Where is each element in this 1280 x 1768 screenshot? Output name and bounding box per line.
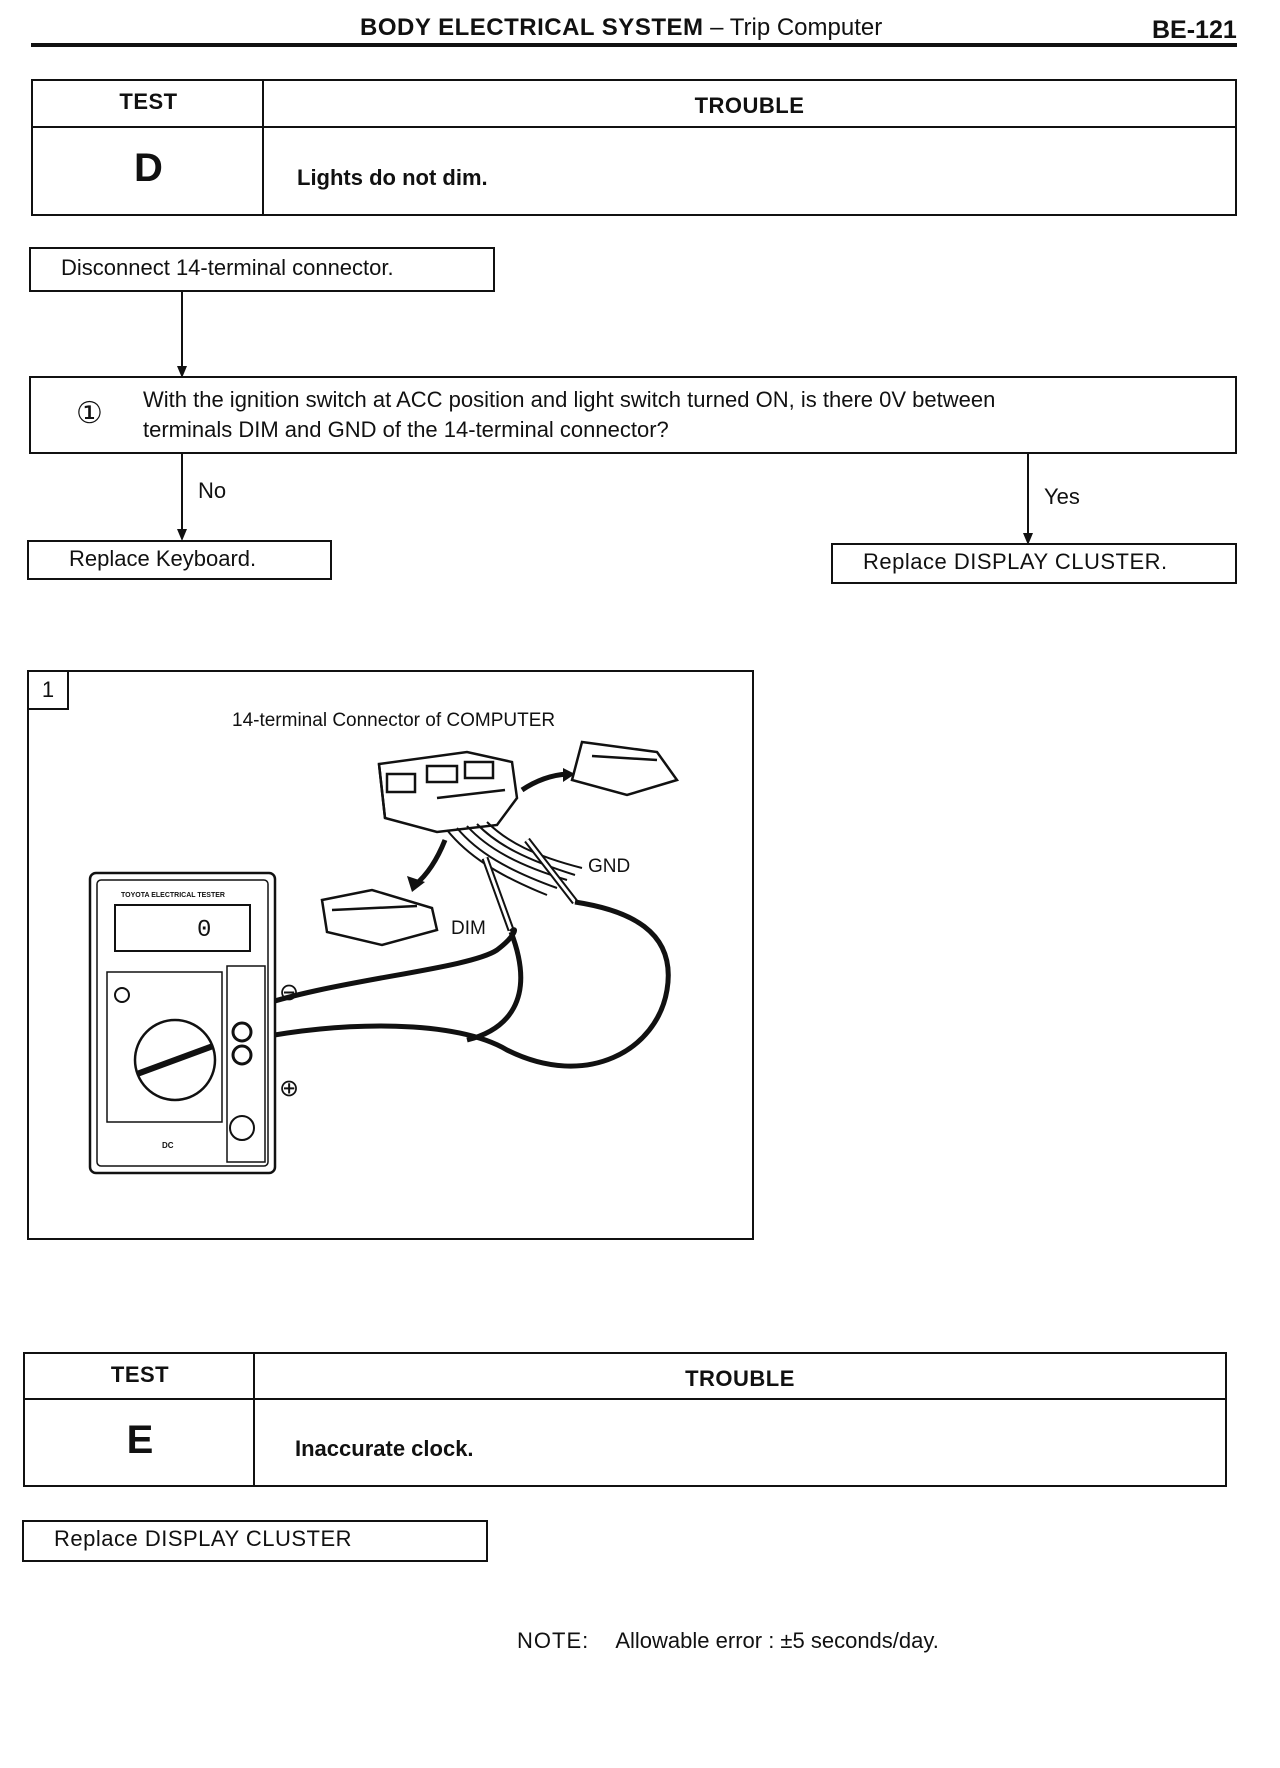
tester-dc-label: DC xyxy=(162,1141,174,1150)
flow-connector-yes xyxy=(1027,454,1029,538)
test-d-trouble-label: TROUBLE xyxy=(694,93,805,118)
flow-arrow-1 xyxy=(177,366,187,378)
flow-connector-no xyxy=(181,454,183,534)
page-header: BODY ELECTRICAL SYSTEM – Trip Computer B… xyxy=(0,0,1280,60)
test-d-test-label: TEST xyxy=(119,89,178,114)
question-line-2: terminals DIM and GND of the 14-terminal… xyxy=(143,417,669,442)
test-e-label-col xyxy=(25,1354,255,1485)
question-step-1: ① With the ignition switch at ACC positi… xyxy=(29,376,1237,454)
note-text: Allowable error : ±5 seconds/day. xyxy=(615,1628,939,1653)
test-e-header-rule xyxy=(25,1398,1225,1400)
figure-frame xyxy=(27,670,754,1240)
replace-display-cluster-step-text: Replace DISPLAY CLUSTER xyxy=(54,1526,353,1551)
test-e-letter: E xyxy=(126,1418,154,1462)
test-d-letter: D xyxy=(134,146,163,190)
replace-keyboard-result: Replace Keyboard. xyxy=(27,540,332,580)
minus-terminal-symbol: ⊖ xyxy=(279,978,299,1006)
question-line-1: With the ignition switch at ACC position… xyxy=(143,387,996,412)
yes-label: Yes xyxy=(1044,484,1080,509)
section-title: BODY ELECTRICAL SYSTEM – Trip Computer xyxy=(360,14,882,42)
flow-arrow-no xyxy=(177,529,187,541)
dim-label: DIM xyxy=(451,918,486,939)
negative-test-lead xyxy=(246,927,517,1013)
note-label: NOTE: xyxy=(517,1628,590,1653)
step-number-1: ① xyxy=(76,397,103,430)
replace-keyboard-text: Replace Keyboard. xyxy=(69,546,257,571)
connector-cap-lower xyxy=(320,888,439,947)
flow-arrow-yes xyxy=(1023,533,1033,545)
figure-caption: 14-terminal Connector of COMPUTER xyxy=(232,710,556,731)
dim-lead-crossing xyxy=(466,931,524,1043)
replace-display-cluster-result: Replace DISPLAY CLUSTER. xyxy=(831,543,1237,584)
tester-display-value: 0 xyxy=(197,917,211,944)
replace-display-cluster-text: Replace DISPLAY CLUSTER. xyxy=(863,549,1168,574)
note: NOTE: Allowable error : ±5 seconds/day. xyxy=(517,1628,939,1654)
test-e-table: TEST TROUBLE E Inaccurate clock. xyxy=(23,1352,1227,1487)
replace-display-cluster-step: Replace DISPLAY CLUSTER xyxy=(22,1520,488,1562)
header-rule xyxy=(31,43,1237,47)
disconnect-step-text: Disconnect 14-terminal connector. xyxy=(61,255,394,280)
tester-brand-text: TOYOTA ELECTRICAL TESTER xyxy=(121,892,225,899)
test-d-header-rule xyxy=(33,126,1235,128)
tester-connection-illustration: TOYOTA ELECTRICAL TESTER 0 DC ⊖ ⊕ xyxy=(88,740,680,1175)
probe-dim xyxy=(481,856,515,932)
section-name: BODY ELECTRICAL SYSTEM xyxy=(360,14,704,41)
test-e-trouble-label: TROUBLE xyxy=(685,1366,795,1391)
flow-connector-1 xyxy=(181,292,183,372)
test-e-trouble-text: Inaccurate clock. xyxy=(295,1436,474,1461)
connector-illustration xyxy=(377,750,519,834)
disconnect-connector-step: Disconnect 14-terminal connector. xyxy=(29,247,495,292)
page-number: BE-121 xyxy=(1152,16,1237,44)
electrical-tester xyxy=(88,871,277,1175)
gnd-label: GND xyxy=(588,856,631,877)
connector-cap-upper xyxy=(570,740,680,797)
test-e-test-label: TEST xyxy=(110,1362,170,1387)
positive-test-lead xyxy=(246,899,671,1069)
plus-terminal-symbol: ⊕ xyxy=(279,1074,299,1102)
test-d-label-col xyxy=(33,81,264,214)
no-label: No xyxy=(198,478,227,503)
test-d-trouble-text: Lights do not dim. xyxy=(297,165,488,190)
subsection-name: – Trip Computer xyxy=(710,14,883,41)
test-d-table: TEST TROUBLE D Lights do not dim. xyxy=(31,79,1237,216)
probe-gnd xyxy=(524,837,578,905)
figure-number: 1 xyxy=(27,670,69,710)
